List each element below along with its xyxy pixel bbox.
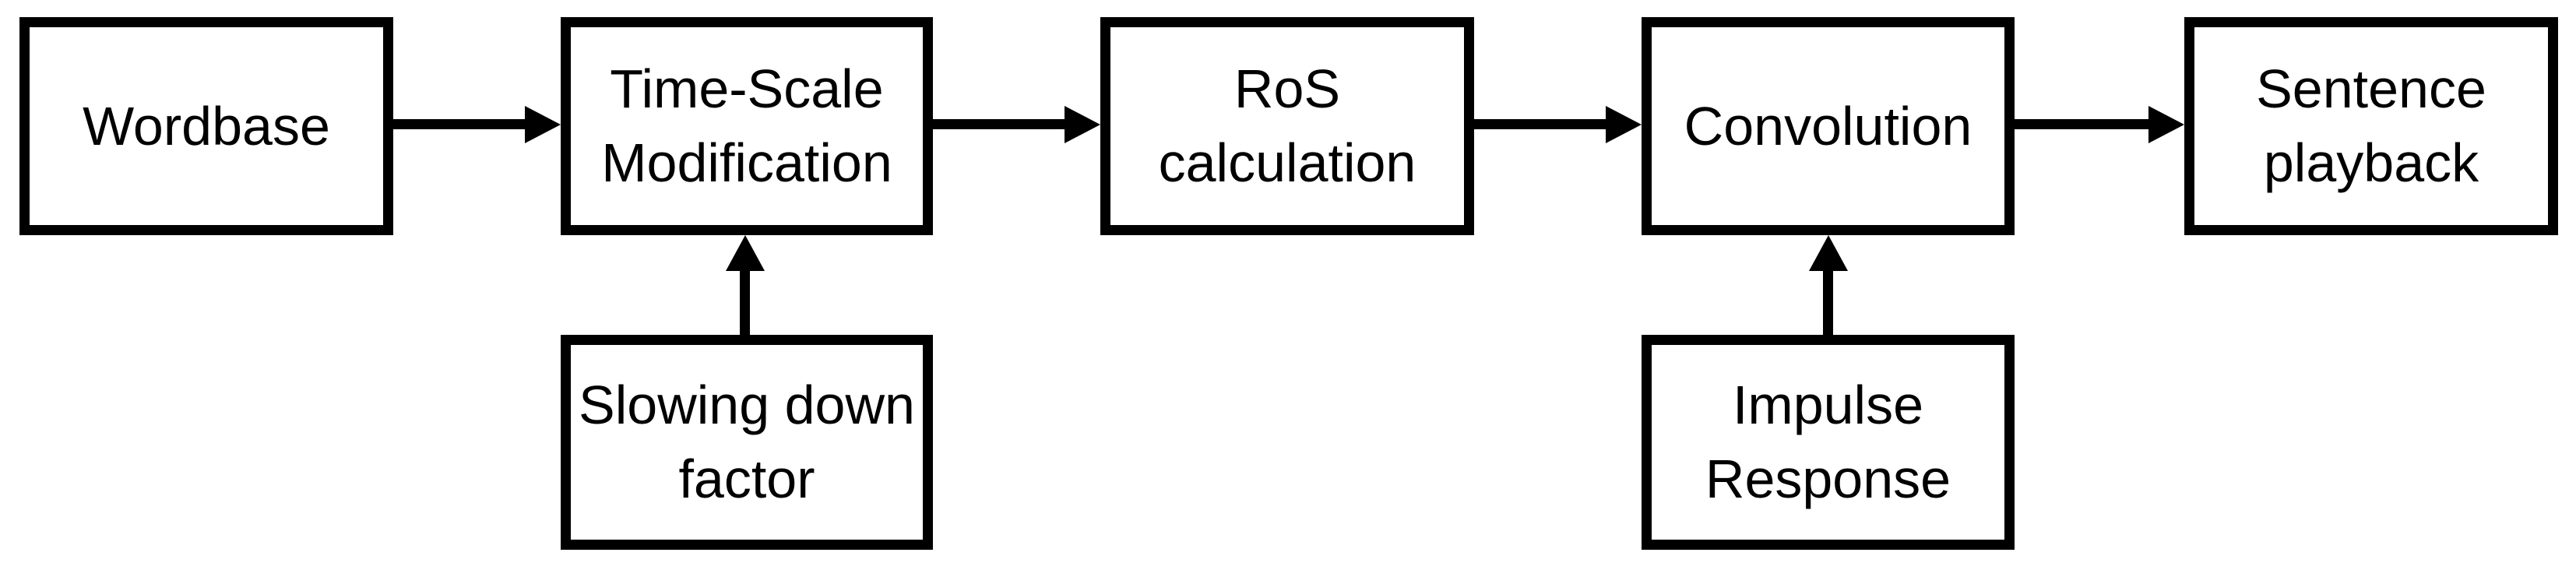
arrow-line bbox=[933, 119, 1069, 129]
node-slowing-down-factor: Slowing down factor bbox=[561, 335, 933, 550]
arrow-up-icon bbox=[1809, 235, 1848, 271]
node-slowing-down-factor-label: Slowing down factor bbox=[579, 375, 915, 509]
node-convolution: Convolution bbox=[1642, 17, 2015, 235]
arrow-right-icon bbox=[2148, 106, 2184, 143]
node-sentence-playback-label: Sentence playback bbox=[2256, 58, 2486, 193]
node-time-scale-modification-label: Time-Scale Modification bbox=[601, 58, 892, 193]
arrow-line bbox=[2015, 119, 2153, 129]
node-impulse-response-label: Impulse Response bbox=[1705, 375, 1951, 509]
arrow-line bbox=[1823, 268, 1833, 335]
node-impulse-response: Impulse Response bbox=[1642, 335, 2015, 550]
node-wordbase: Wordbase bbox=[19, 17, 393, 235]
arrow-line bbox=[740, 268, 750, 335]
arrow-up-icon bbox=[726, 235, 765, 271]
arrow-line bbox=[393, 119, 530, 129]
node-convolution-label: Convolution bbox=[1684, 95, 1972, 157]
arrow-right-icon bbox=[1065, 106, 1100, 143]
arrow-right-icon bbox=[1606, 106, 1642, 143]
arrow-right-icon bbox=[525, 106, 561, 143]
arrow-line bbox=[1474, 119, 1610, 129]
node-sentence-playback: Sentence playback bbox=[2184, 17, 2558, 235]
node-ros-calculation-label: RoS calculation bbox=[1158, 58, 1416, 193]
node-ros-calculation: RoS calculation bbox=[1100, 17, 1474, 235]
node-wordbase-label: Wordbase bbox=[83, 95, 330, 157]
node-time-scale-modification: Time-Scale Modification bbox=[561, 17, 933, 235]
